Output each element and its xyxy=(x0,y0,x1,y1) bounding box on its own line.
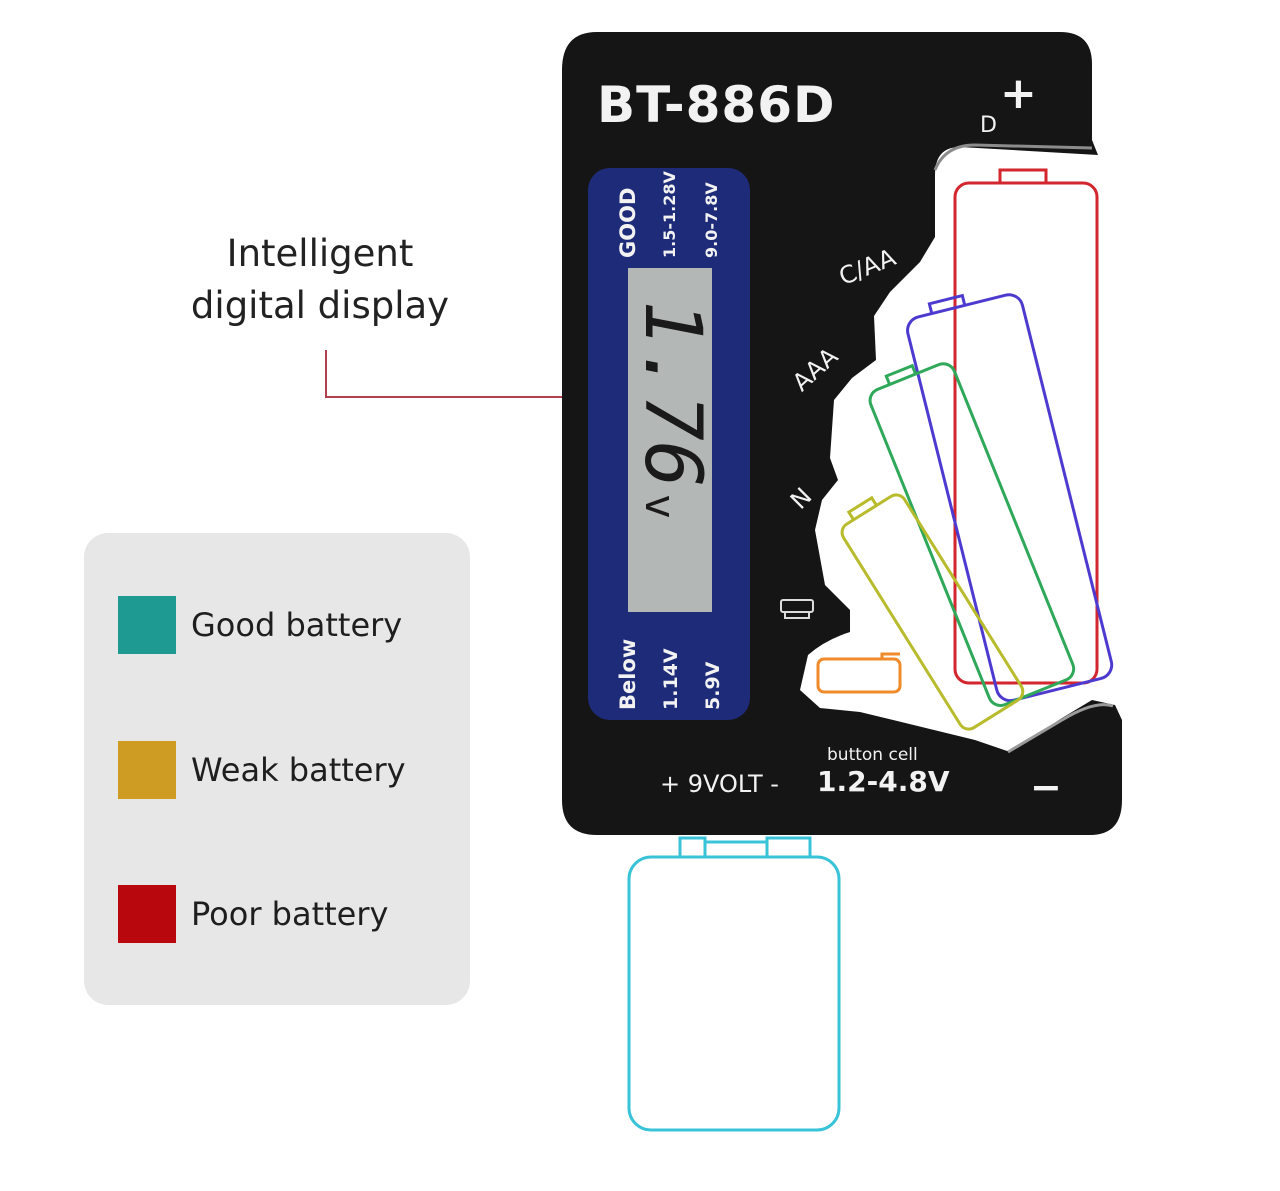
aaa-battery-outline xyxy=(868,362,1076,707)
scale-below-label: Below xyxy=(616,638,640,710)
button-cell-outline xyxy=(816,652,902,694)
display-callout: Intelligent digital display xyxy=(150,228,490,332)
lcd-voltage-reading: 1.76 v xyxy=(620,300,717,520)
c-aa-battery-outline xyxy=(906,293,1114,703)
callout-line-2: digital display xyxy=(190,284,450,327)
callout-line-1: Intelligent xyxy=(226,232,414,275)
scale-good-range-2: 9.0-7.8V xyxy=(702,182,721,258)
button-cell-range: 1.2-4.8V xyxy=(817,765,950,798)
d-battery-outline xyxy=(953,168,1099,685)
scale-good-label: GOOD xyxy=(616,187,640,258)
lcd-reading-unit: v xyxy=(636,493,685,520)
lcd-screen xyxy=(628,268,712,612)
lcd-reading-value: 1.76 xyxy=(627,300,717,488)
legend-label-poor: Poor battery xyxy=(191,895,389,933)
plus-terminal-symbol: + xyxy=(1000,68,1037,119)
minus-terminal-symbol: − xyxy=(1030,765,1062,809)
legend-label-good: Good battery xyxy=(191,606,403,644)
slot-label-d: D xyxy=(980,113,997,138)
button-cell-icon xyxy=(780,599,814,619)
battery-legend: Good battery Weak battery Poor battery xyxy=(84,533,470,1005)
scale-below-value-2: 5.9V xyxy=(702,661,724,710)
poor-swatch xyxy=(118,885,176,943)
legend-item-poor: Poor battery xyxy=(118,885,388,943)
button-cell-label: button cell xyxy=(827,745,918,765)
scale-below-value-1: 1.14V xyxy=(660,648,682,710)
good-swatch xyxy=(118,596,176,654)
model-name: BT-886D xyxy=(597,76,836,134)
scale-good-range-1: 1.5-1.28V xyxy=(660,171,679,258)
nine-volt-battery-outline xyxy=(627,836,841,1132)
weak-swatch xyxy=(118,741,176,799)
legend-item-good: Good battery xyxy=(118,596,402,654)
n-battery-outline xyxy=(840,493,1025,731)
legend-item-weak: Weak battery xyxy=(118,741,406,799)
legend-label-weak: Weak battery xyxy=(191,751,406,789)
nine-volt-label: + 9VOLT - xyxy=(660,770,779,798)
